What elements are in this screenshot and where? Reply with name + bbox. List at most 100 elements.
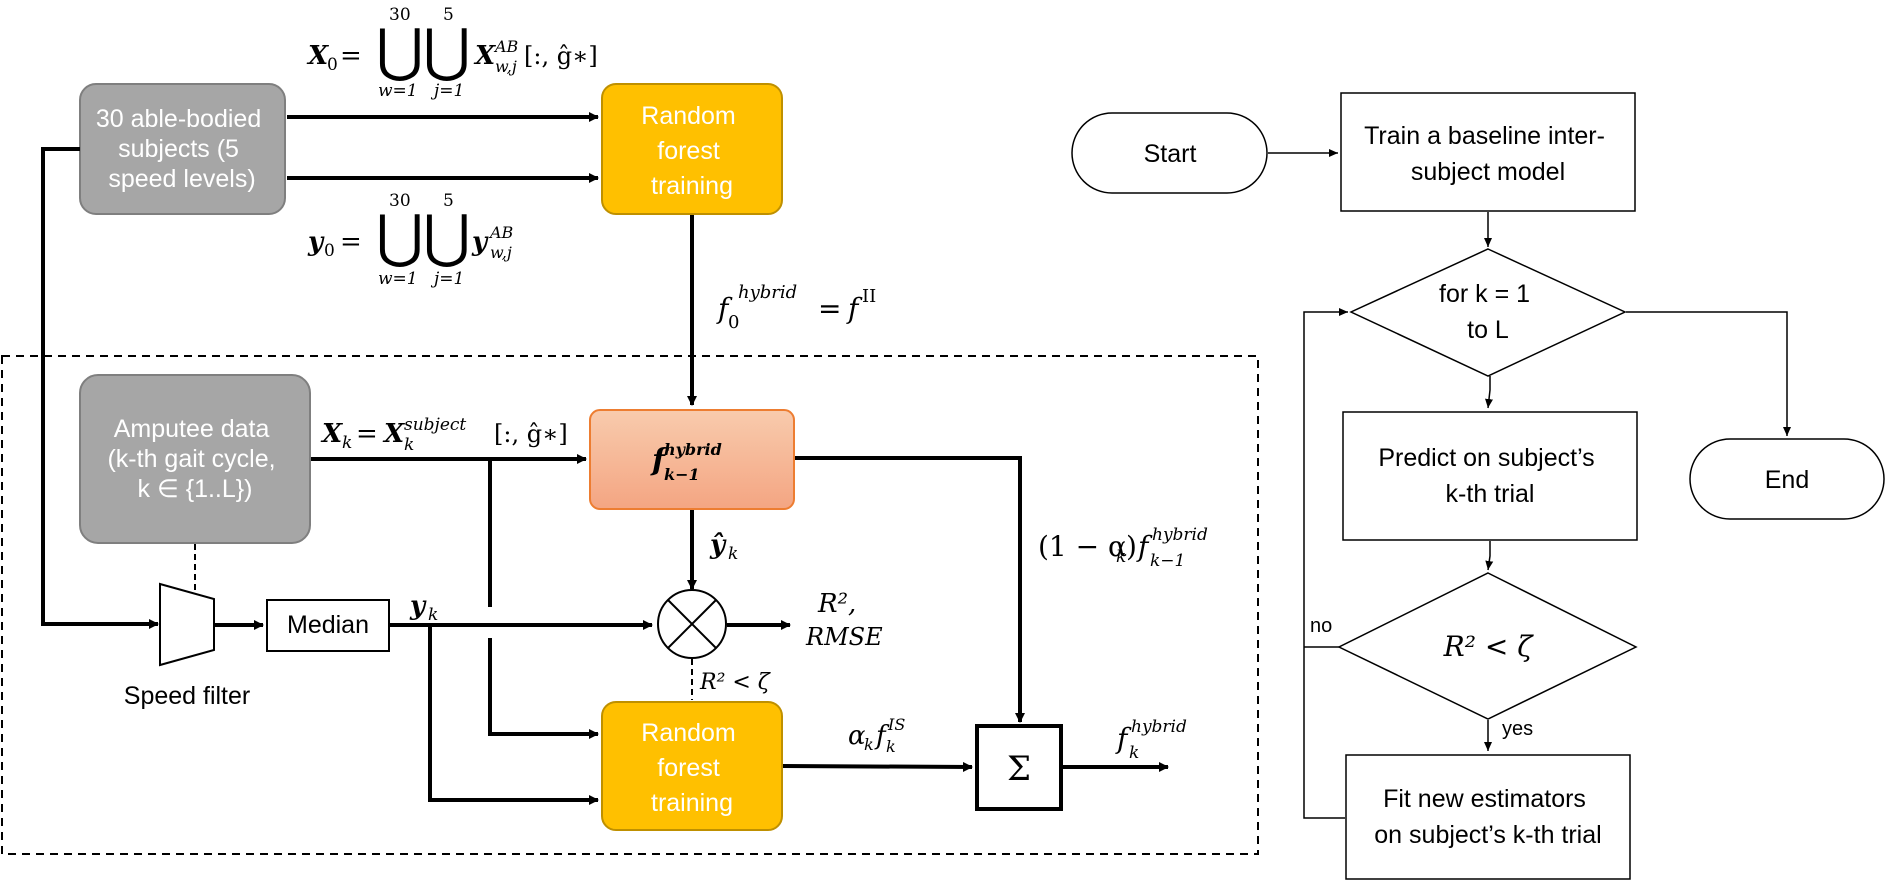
eq-y0: y 0 = ⋃ ⋃ 30 5 w=1 j=1 y AB w,j bbox=[307, 191, 514, 289]
eq-x0-sub: w,j bbox=[495, 57, 517, 76]
arrow-predict-cond bbox=[1485, 541, 1494, 571]
svg-text:): ) bbox=[1126, 530, 1137, 563]
predict-node: Predict on subject’s k-th trial bbox=[1342, 411, 1638, 541]
dashed-region bbox=[1, 355, 1259, 855]
rmse-label: RMSE bbox=[805, 623, 883, 651]
eq-y0-sub: w,j bbox=[490, 243, 512, 262]
eq-x0-tail: [:, ĝ∗] bbox=[524, 42, 598, 70]
eq-y0-lower-w: w=1 bbox=[378, 269, 418, 289]
hybrid-node: f k−1 hybrid bbox=[589, 409, 795, 510]
eq-fk-out: f k hybrid bbox=[1115, 717, 1187, 763]
loop-line2: to L bbox=[1467, 316, 1509, 344]
hybrid-sub: k−1 bbox=[664, 465, 700, 484]
eq-alpha-is: α k f k IS bbox=[848, 715, 905, 756]
svg-text:f: f bbox=[846, 292, 863, 325]
eq-alpha-term: (1 − α k ) f k−1 hybrid bbox=[1038, 525, 1208, 571]
eq-f0-rhs-sup: II bbox=[862, 286, 876, 307]
eq-x0-lower-w: w=1 bbox=[378, 81, 418, 101]
svg-text:(1 − α: (1 − α bbox=[1038, 530, 1127, 563]
svg-text:⋃: ⋃ bbox=[423, 16, 471, 84]
comparator-node bbox=[657, 589, 727, 659]
hybrid-sup: hybrid bbox=[664, 440, 722, 459]
line-hybrid-sum bbox=[795, 456, 1025, 723]
rf-bottom-line3: training bbox=[651, 789, 733, 817]
line-able-to-filter bbox=[41, 147, 159, 629]
svg-text:for k = 1 to L: for k = 1 to L bbox=[1439, 280, 1537, 344]
able-bodied-line2: subjects (5 bbox=[118, 135, 239, 163]
svg-text:X: X bbox=[473, 41, 497, 71]
rf-bottom-node: Random forest training bbox=[601, 701, 783, 831]
svg-text:k: k bbox=[342, 433, 352, 453]
line-xk-to-rf-2 bbox=[488, 638, 599, 739]
eq-x0-upper-w: 30 bbox=[389, 5, 411, 25]
svg-text:y: y bbox=[471, 227, 489, 257]
eq-yhat: ŷ k bbox=[709, 530, 738, 564]
eq-f0: f 0 hybrid = f II bbox=[716, 282, 876, 333]
start-node: Start bbox=[1071, 112, 1268, 194]
condition-label: R² < ζ bbox=[1443, 630, 1535, 663]
train-line2: subject model bbox=[1411, 158, 1565, 186]
svg-text:⋃: ⋃ bbox=[376, 16, 424, 84]
svg-text:30 able-bodied subjects: 30 able-bodied subjects (5 speed levels) bbox=[96, 105, 268, 193]
svg-text:k: k bbox=[728, 544, 738, 564]
fit-node: Fit new estimators on subject’s k-th tri… bbox=[1345, 754, 1631, 880]
svg-text:=: = bbox=[340, 41, 362, 71]
svg-text:=: = bbox=[818, 292, 841, 325]
svg-text:⋃: ⋃ bbox=[423, 202, 471, 270]
svg-text:k: k bbox=[1116, 547, 1126, 567]
start-label: Start bbox=[1144, 140, 1197, 168]
yes-label: yes bbox=[1502, 718, 1533, 740]
rf-bottom-line1: Random bbox=[641, 719, 736, 747]
arrow-loop-predict bbox=[1485, 376, 1493, 409]
svg-text:0: 0 bbox=[324, 241, 335, 261]
line-loop-end bbox=[1626, 311, 1791, 436]
alpha-term-sub: k−1 bbox=[1150, 551, 1185, 571]
eq-yk: y k bbox=[409, 591, 438, 625]
predict-line1: Predict on subject’s bbox=[1378, 444, 1594, 472]
eq-f0-sup: hybrid bbox=[738, 282, 797, 303]
rf-top-line2: forest bbox=[657, 137, 720, 165]
speed-filter-node: Speed filter bbox=[124, 582, 250, 710]
eq-xk: X k = X subject k [:, ĝ∗] bbox=[320, 415, 568, 455]
rf-top-line1: Random bbox=[641, 102, 736, 130]
eq-xk-sup: subject bbox=[404, 415, 466, 435]
fk-out-sub: k bbox=[1129, 743, 1139, 763]
svg-text:α: α bbox=[848, 721, 866, 751]
amputee-line2: (k-th gait cycle, bbox=[107, 445, 275, 473]
eq-x0: X 0 = ⋃ ⋃ 30 5 w=1 j=1 X AB w,j [:, ĝ∗] bbox=[306, 5, 598, 101]
eq-y0-upper-j: 5 bbox=[443, 191, 454, 211]
svg-text:X: X bbox=[382, 419, 406, 449]
r2-cond-label: R² < ζ bbox=[699, 670, 772, 695]
rf-top-line3: training bbox=[651, 172, 733, 200]
loop-node: for k = 1 to L bbox=[1349, 248, 1627, 377]
svg-text:=: = bbox=[340, 227, 362, 257]
eq-y0-sup: AB bbox=[488, 223, 514, 242]
loop-line1: for k = 1 bbox=[1439, 280, 1530, 308]
svg-text:Predict on subject’s k-t: Predict on subject’s k-th trial bbox=[1378, 444, 1601, 508]
svg-text:Fit new estimators on su: Fit new estimators on subject’s k-th tri… bbox=[1374, 785, 1601, 849]
svg-text:Random forest trai: Random forest training bbox=[641, 102, 742, 200]
no-label: no bbox=[1310, 615, 1332, 637]
svg-text:X: X bbox=[306, 41, 330, 71]
svg-text:k: k bbox=[428, 605, 438, 625]
median-node: Median bbox=[266, 599, 390, 652]
svg-text:k: k bbox=[864, 735, 874, 754]
alpha-is-sup: IS bbox=[887, 715, 905, 734]
eq-x0-lower-j: j=1 bbox=[430, 81, 464, 101]
fk-out-sup: hybrid bbox=[1131, 717, 1187, 737]
condition-node: R² < ζ bbox=[1337, 572, 1638, 720]
svg-text:=: = bbox=[356, 419, 378, 449]
amputee-node: Amputee data (k-th gait cycle, k ∈ {1..L… bbox=[79, 374, 311, 544]
able-bodied-line3: speed levels) bbox=[108, 165, 255, 193]
fit-line2: on subject’s k-th trial bbox=[1374, 821, 1601, 849]
able-bodied-line1: 30 able-bodied bbox=[96, 105, 261, 133]
median-label: Median bbox=[287, 611, 369, 639]
alpha-is-sub: k bbox=[886, 737, 896, 756]
svg-text:⋃: ⋃ bbox=[376, 202, 424, 270]
alpha-term-sup: hybrid bbox=[1152, 525, 1208, 545]
eq-x0-upper-j: 5 bbox=[443, 5, 454, 25]
rf-bottom-line2: forest bbox=[657, 754, 720, 782]
eq-y0-upper-w: 30 bbox=[389, 191, 411, 211]
rf-top-node: Random forest training bbox=[601, 83, 783, 215]
